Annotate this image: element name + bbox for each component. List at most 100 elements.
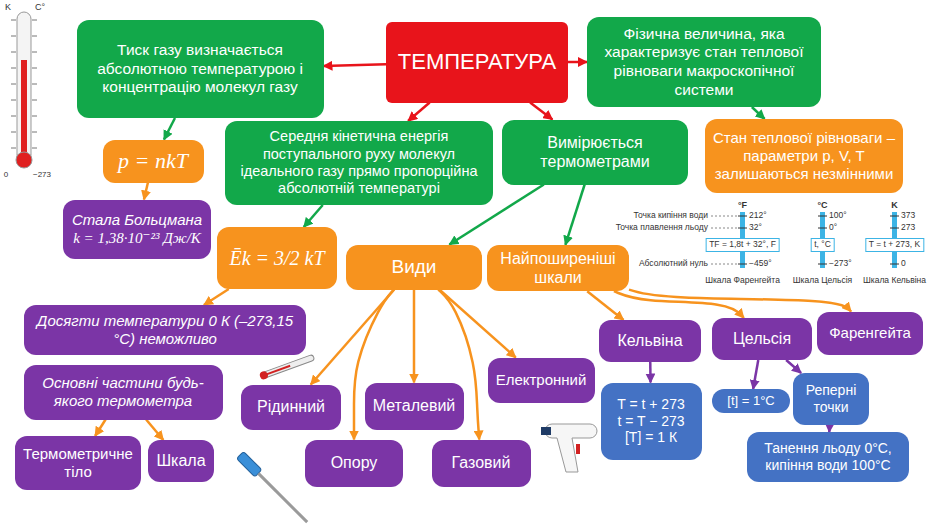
node-text: Металевий (373, 396, 456, 415)
scale-name: Шкала Фаренгейта (705, 276, 780, 286)
concept-box: p = nkT (103, 140, 204, 183)
concept-box: Реперні точки (793, 373, 869, 425)
arrow-connector (413, 290, 416, 383)
node-text: k = 1,38·10⁻²³ Дж/К (73, 229, 201, 247)
liquid-thermometer-picture (259, 353, 315, 380)
node-text: Ēk = 3/2 kT (229, 246, 324, 270)
scale-unit: °F (738, 200, 747, 210)
node-text: Середня кінетична енергія поступального … (232, 128, 486, 198)
scale-value: 0 (901, 259, 906, 269)
scale-unit: °C (817, 200, 827, 210)
node-text: Електронний (496, 371, 587, 389)
arrow-connector (304, 205, 323, 227)
node-text: Танення льоду 0°С, кипіння води 100°С (754, 440, 902, 474)
arrow-connector (439, 290, 515, 358)
row-label: Точка плавлення льоду (616, 223, 708, 233)
axis-unit: K (5, 2, 11, 12)
scale-unit: K (891, 200, 898, 210)
concept-box: Електронний (488, 358, 595, 403)
axis-value: −273 (33, 170, 51, 179)
node-text: T = t + 273 (617, 396, 684, 413)
concept-box: Досягти температури 0 К (–273,15 °С) нем… (24, 305, 306, 355)
scale-formula: T = t + 273, K (865, 238, 924, 252)
scale-formula: t, °C (810, 238, 835, 252)
node-text: Рідинний (257, 397, 325, 416)
scale-formula: TF = 1,8t + 32°, F (705, 238, 780, 252)
arrow-connector (629, 290, 851, 312)
concept-box: Цельсія (712, 318, 812, 360)
node-text: Фаренгейта (829, 324, 911, 342)
scale-value: −273° (829, 259, 852, 269)
concept-box: Кельвіна (599, 320, 701, 362)
scale-value: 32° (749, 223, 762, 233)
arrow-connector (565, 185, 584, 245)
node-text: [t] = 1°С (727, 393, 774, 409)
scale-value: 0° (829, 223, 837, 233)
arrow-connector (324, 64, 387, 66)
concept-box: Газовий (432, 440, 531, 487)
arrow-connector (204, 289, 229, 305)
scale-value: 273 (901, 223, 915, 233)
concept-box: Тиск газу визначається абсолютною темпер… (77, 20, 324, 118)
node-text: Види (392, 256, 437, 279)
arrow-connector (587, 291, 623, 320)
node-text: Цельсія (733, 329, 791, 348)
arrow-connector (530, 103, 552, 120)
arrow-connector (408, 103, 430, 122)
scale-value: 100° (829, 211, 847, 221)
arrow-connector (649, 362, 652, 383)
concept-box: Вимірюється термометрами (502, 120, 688, 185)
concept-box: Опору (305, 440, 403, 487)
axis-value: 0 (4, 170, 8, 179)
node-text: Стала Больцмана (72, 211, 202, 229)
arrow-connector (752, 107, 765, 119)
arrow-connector (828, 425, 831, 432)
arrow-connector (95, 420, 105, 437)
node-text: Опору (331, 453, 378, 472)
concept-box: Ēk = 3/2 kT (217, 227, 337, 289)
node-text: Вимірюється термометрами (509, 133, 681, 171)
scale-value: 212° (749, 211, 767, 221)
node-text: Шкала (156, 451, 205, 470)
concept-box: Термометричне тіло (15, 436, 141, 490)
arrow-connector (164, 118, 175, 140)
row-label: Точка кипіння води (634, 211, 708, 221)
node-text: p = nkT (118, 148, 188, 174)
thermometer-figure (11, 12, 37, 168)
concept-box: Шкала (148, 440, 214, 482)
axis-unit: C° (35, 2, 45, 12)
concept-box: T = t + 273t = T − 273[T] = 1 К (601, 383, 702, 460)
node-text: Реперні точки (800, 382, 862, 416)
node-text: Досягти температури 0 К (–273,15 °С) нем… (31, 312, 299, 348)
concept-box: Фаренгейта (817, 312, 923, 355)
concept-box: Фізична величина, яка характеризує стан … (587, 17, 821, 107)
node-text: Термометричне тіло (22, 445, 134, 481)
concept-box: Стала Больцманаk = 1,38·10⁻²³ Дж/К (63, 200, 211, 259)
node-text: Кельвіна (617, 331, 682, 350)
probe-thermometer-picture (236, 451, 310, 525)
concept-box: Найпоширеніші шкали (487, 245, 629, 291)
concept-box: Види (346, 245, 482, 290)
node-text: Тиск газу визначається абсолютною темпер… (84, 41, 317, 97)
node-text: t = T − 273 (617, 413, 684, 430)
node-text: ТЕМПЕРАТУРА (398, 49, 556, 75)
concept-box: Танення льоду 0°С, кипіння води 100°С (747, 432, 909, 482)
arrow-connector (568, 61, 587, 64)
concept-box: [t] = 1°С (712, 389, 790, 413)
node-text: Найпоширеніші шкали (494, 249, 622, 287)
row-label: Абсолютний нуль (639, 259, 708, 269)
scale-name: Шкала Кельвіна (863, 276, 926, 286)
node-text: Газовий (452, 453, 511, 472)
arrow-connector (144, 183, 148, 200)
node-text: [T] = 1 К (625, 429, 677, 446)
scale-value: −459° (749, 259, 772, 269)
arrow-connector (786, 360, 801, 373)
arrow-connector (146, 420, 163, 441)
concept-box: Стан теплової рівноваги – параметри p, V… (705, 119, 903, 193)
concept-box: Середня кінетична енергія поступального … (225, 121, 493, 205)
scale-value: 373 (901, 211, 915, 221)
concept-box: Металевий (365, 383, 464, 430)
concept-box: ТЕМПЕРАТУРА (386, 22, 568, 103)
infrared-thermometer-picture (541, 424, 597, 472)
concept-box: Основні частини будь-якого термометра (24, 365, 223, 420)
